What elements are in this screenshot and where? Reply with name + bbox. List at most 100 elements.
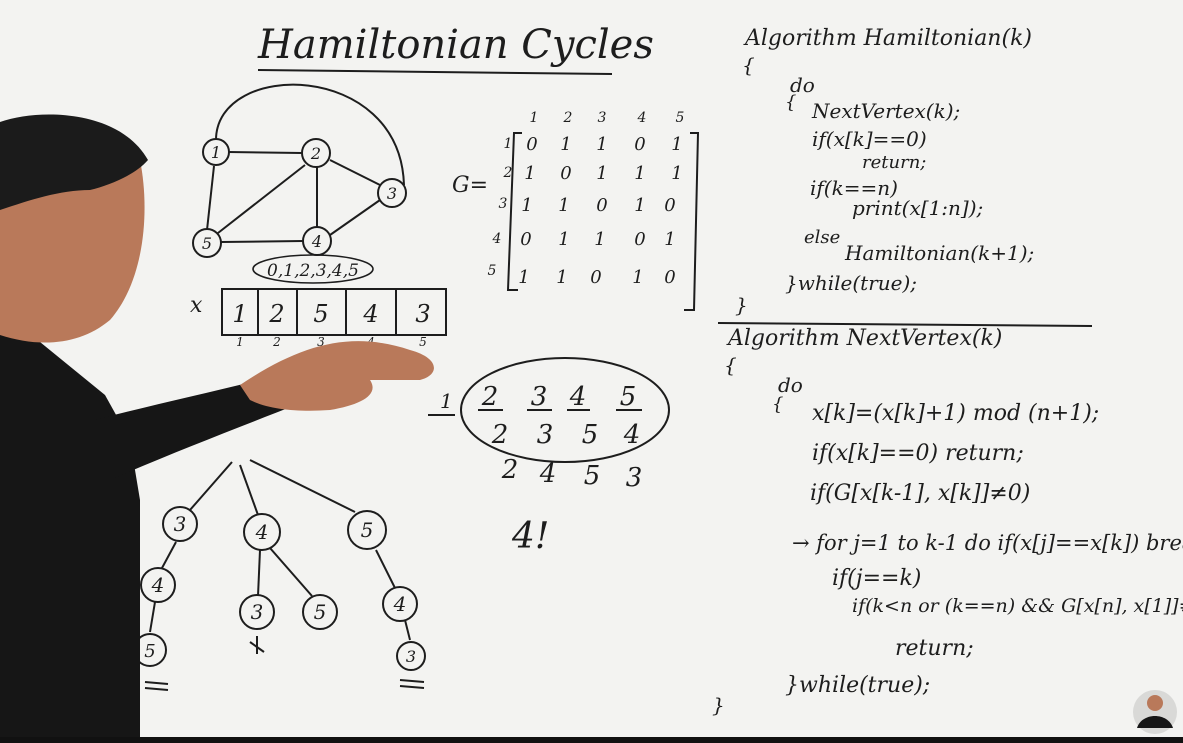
- matrix-bracket-right: [684, 132, 700, 311]
- code-line: → for j=1 to k-1 do if(x[j]==x[k]) break…: [792, 531, 1183, 555]
- algo2-header: Algorithm NextVertex(k): [726, 326, 1002, 351]
- adjacency-matrix: G= 1 2 3 4 5 1 2 3 4 5 0 1 1 0 1 1 0 1 1…: [452, 110, 700, 311]
- vertex-5-circle: [192, 228, 222, 258]
- matrix-cell: 1: [521, 195, 532, 216]
- algorithm-nextvertex: Algorithm NextVertex(k) { do { x[k]=(x[k…: [712, 326, 1183, 717]
- matrix-cell: 0: [560, 163, 571, 184]
- matrix-cell: 1: [518, 267, 529, 288]
- matrix-cell: 0: [520, 229, 531, 250]
- code-line: if(k<n or (k==n) && G[x[n], x[1]]≠0: [852, 595, 1183, 617]
- matrix-col-header: 4: [637, 110, 647, 126]
- code-line: {: [724, 353, 737, 377]
- matrix-cell: 1: [524, 163, 535, 184]
- array-cell: 4: [362, 300, 378, 328]
- matrix-cell: 1: [632, 267, 643, 288]
- code-line: if(x[k]==0): [812, 127, 927, 151]
- candidate-values: 0,1,2,3,4,5: [267, 261, 359, 281]
- code-line: if(G[x[k-1], x[k]]≠0): [810, 481, 1030, 506]
- matrix-row-header: 4: [492, 231, 502, 247]
- matrix-cell: 1: [556, 267, 567, 288]
- perm-value: 3: [537, 420, 554, 450]
- tree-node-circle: [140, 567, 176, 603]
- tree-node-circle: [302, 594, 338, 630]
- matrix-cell: 1: [671, 163, 682, 184]
- matrix-cell: 0: [526, 134, 537, 155]
- solution-mark: [144, 681, 169, 685]
- vertex-label: 4: [311, 232, 322, 251]
- code-line: x[k]=(x[k]+1) mod (n+1);: [812, 401, 1099, 426]
- tree-node-circle: [382, 586, 418, 622]
- array-box: [221, 288, 447, 336]
- matrix-cell: 0: [634, 229, 645, 250]
- tree-edge: [161, 541, 177, 569]
- perm-value: 2: [501, 455, 519, 485]
- perm-value: 4: [623, 420, 641, 450]
- matrix-cell: 0: [664, 195, 675, 216]
- matrix-cell: 1: [594, 229, 605, 250]
- array-index: 1: [236, 335, 244, 349]
- channel-avatar: [1133, 690, 1177, 734]
- matrix-cell: 0: [664, 267, 675, 288]
- tree-node: 5: [314, 600, 327, 624]
- array-index: 3: [317, 335, 325, 349]
- perm-value: 4: [569, 382, 587, 412]
- edge-1-2: [227, 151, 303, 154]
- array-cell: 5: [313, 300, 328, 328]
- code-line: if(j==k): [832, 566, 921, 591]
- matrix-cell: 1: [634, 163, 645, 184]
- code-line: {: [742, 53, 755, 77]
- tree-edge: [189, 461, 233, 511]
- tree-node: 3: [251, 600, 264, 624]
- perm-value: 5: [620, 382, 637, 412]
- array-index: 5: [419, 335, 427, 349]
- perm-value: 4: [539, 459, 557, 489]
- perm-value: 3: [626, 463, 643, 493]
- solution-mark: [144, 687, 169, 691]
- code-line: return;: [895, 636, 974, 661]
- code-line: Hamiltonian(k+1);: [844, 241, 1034, 265]
- code-line: do: [790, 73, 815, 97]
- matrix-col-header: 2: [563, 110, 573, 126]
- vertex-label: 5: [202, 234, 212, 253]
- vertex-label: 3: [387, 184, 397, 203]
- edge-3-4: [329, 199, 381, 236]
- graph-diagram: [206, 83, 405, 243]
- board-title: Hamiltonian Cycles: [257, 22, 654, 68]
- array-cell: 2: [268, 300, 284, 328]
- tree-edge: [404, 619, 411, 641]
- candidate-oval: [252, 254, 374, 284]
- matrix-row-header: 5: [488, 263, 497, 279]
- solution-array: 1 2 5 4 3 1 2 3 4 5: [221, 288, 447, 349]
- tree-node: 5: [361, 518, 374, 542]
- matrix-row-header: 1: [504, 136, 513, 152]
- code-line: if(x[k]==0) return;: [812, 441, 1024, 466]
- permutation-count: 4!: [511, 516, 549, 557]
- vertex-label: 2: [310, 144, 321, 163]
- tree-node-circle: [347, 510, 387, 550]
- code-line: do: [778, 373, 803, 397]
- perm-value: 3: [531, 382, 548, 412]
- perm-value: 5: [584, 461, 601, 491]
- edge-2-5: [217, 164, 306, 234]
- permutation-oval: [460, 357, 670, 463]
- tree-node-circle: [396, 641, 426, 671]
- matrix-row-header: 3: [499, 196, 508, 212]
- edge-2-3: [329, 159, 381, 186]
- code-line: if(k==n): [810, 176, 898, 200]
- tree-edge: [149, 601, 156, 633]
- code-line: }: [712, 693, 725, 717]
- array-cell: 1: [232, 300, 247, 328]
- matrix-cell: 0: [634, 134, 645, 155]
- code-line: print(x[1:n]);: [852, 196, 983, 220]
- tree-edge: [375, 549, 396, 589]
- algo1-header: Algorithm Hamiltonian(k): [743, 26, 1032, 51]
- tree-node: 3: [174, 512, 187, 536]
- code-line: {: [772, 394, 783, 415]
- vertex-1-circle: [202, 138, 230, 166]
- presenter: [0, 114, 434, 743]
- cycle-prefix: 1: [440, 389, 453, 413]
- edge-1-3: [215, 83, 405, 186]
- array-index: 2: [272, 335, 281, 349]
